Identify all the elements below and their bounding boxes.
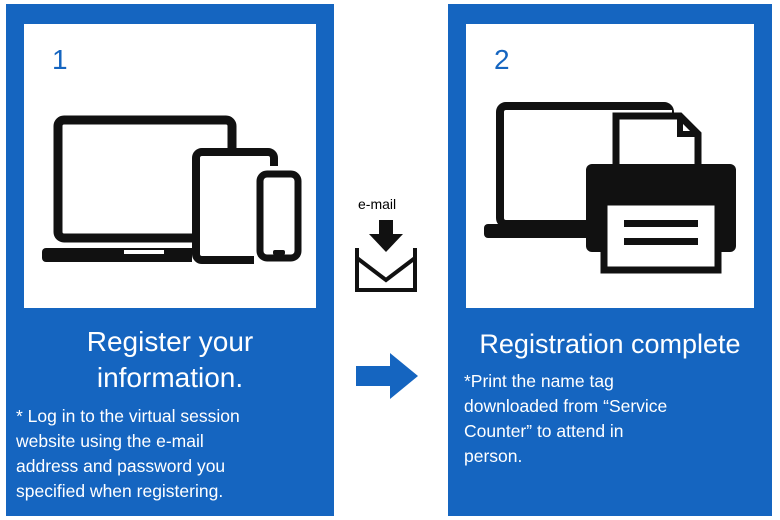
step-title: Registration complete (479, 329, 741, 359)
step-1-illustration: 1 (24, 24, 316, 308)
email-label: e-mail (358, 196, 397, 212)
step-number: 1 (52, 44, 68, 75)
step-number: 2 (494, 44, 510, 75)
step-title: Register your information. (86, 326, 254, 393)
step-note: * Log in to the virtual session website … (16, 406, 240, 501)
step-2-illustration: 2 (466, 24, 754, 308)
smartphone-icon (254, 166, 304, 270)
right-arrow-icon (356, 353, 418, 399)
step-note: *Print the name tag downloaded from “Ser… (464, 371, 668, 466)
step-1-panel: 1 Register your information. * Log in to… (6, 4, 334, 516)
step-2-panel: 2 Registration complete *Print the name … (448, 4, 772, 516)
email-download-icon (355, 220, 417, 292)
printer-icon (576, 110, 736, 274)
